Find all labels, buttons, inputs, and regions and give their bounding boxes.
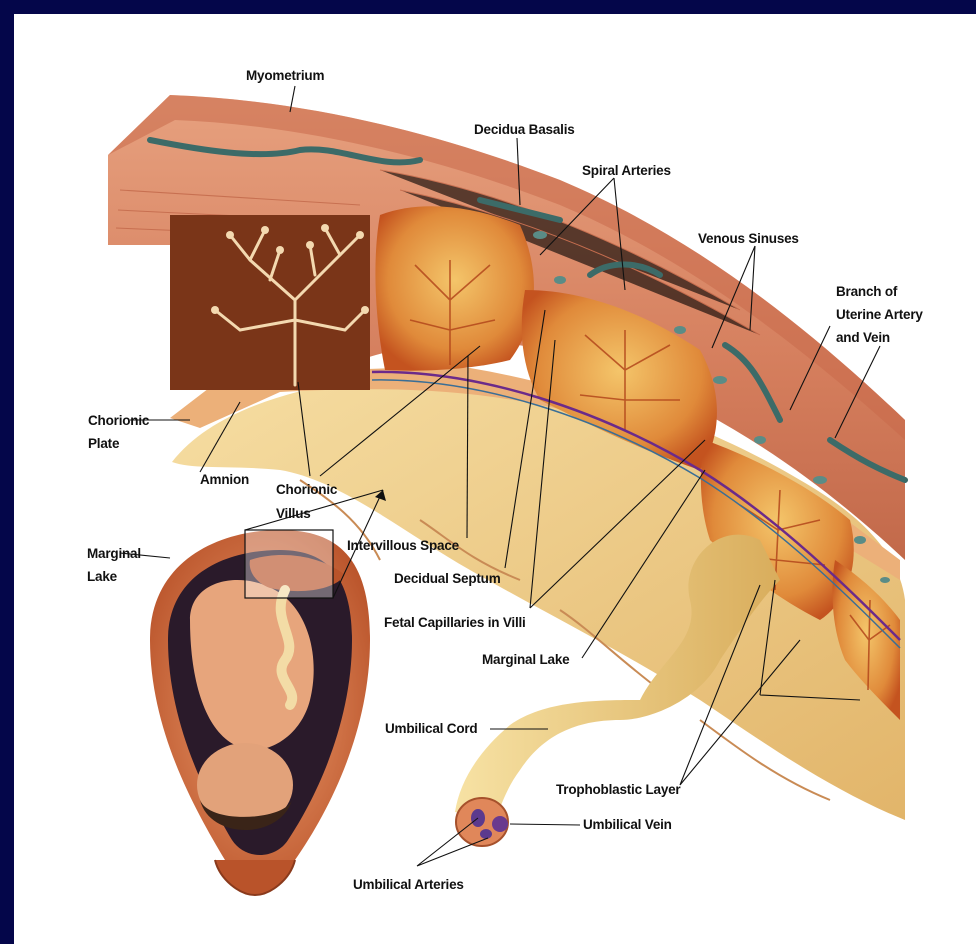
zoom-box bbox=[245, 530, 333, 598]
label-chorionic-plate-line1: Chorionic bbox=[88, 413, 150, 428]
label-marginal-lake-left-line1: Marginal bbox=[87, 546, 141, 561]
label-trophoblastic-layer: Trophoblastic Layer bbox=[556, 782, 681, 797]
label-decidual-septum: Decidual Septum bbox=[394, 571, 501, 586]
label-branch-line1: Branch of bbox=[836, 284, 898, 299]
label-venous-sinuses: Venous Sinuses bbox=[698, 231, 799, 246]
label-fetal-capillaries: Fetal Capillaries in Villi bbox=[384, 615, 526, 630]
label-spiral-arteries: Spiral Arteries bbox=[582, 163, 671, 178]
label-branch-line3: and Vein bbox=[836, 330, 890, 345]
label-marginal-lake: Marginal Lake bbox=[482, 652, 570, 667]
label-umbilical-vein: Umbilical Vein bbox=[583, 817, 672, 832]
label-amnion: Amnion bbox=[200, 472, 249, 487]
label-chorionic-villus-line2: Villus bbox=[276, 506, 311, 521]
label-chorionic-villus-line1: Chorionic bbox=[276, 482, 338, 497]
label-intervillous-space: Intervillous Space bbox=[347, 538, 460, 553]
label-myometrium: Myometrium bbox=[246, 68, 324, 83]
cut-face-block bbox=[170, 215, 370, 390]
umbilical-vein-dot bbox=[492, 816, 508, 832]
label-chorionic-plate-line2: Plate bbox=[88, 436, 120, 451]
label-marginal-lake-left-line2: Lake bbox=[87, 569, 118, 584]
label-decidua-basalis: Decidua Basalis bbox=[474, 122, 575, 137]
umbilical-artery-dot-2 bbox=[480, 829, 492, 839]
label-branch-line2: Uterine Artery bbox=[836, 307, 923, 322]
label-umbilical-cord: Umbilical Cord bbox=[385, 721, 477, 736]
label-umbilical-arteries: Umbilical Arteries bbox=[353, 877, 464, 892]
